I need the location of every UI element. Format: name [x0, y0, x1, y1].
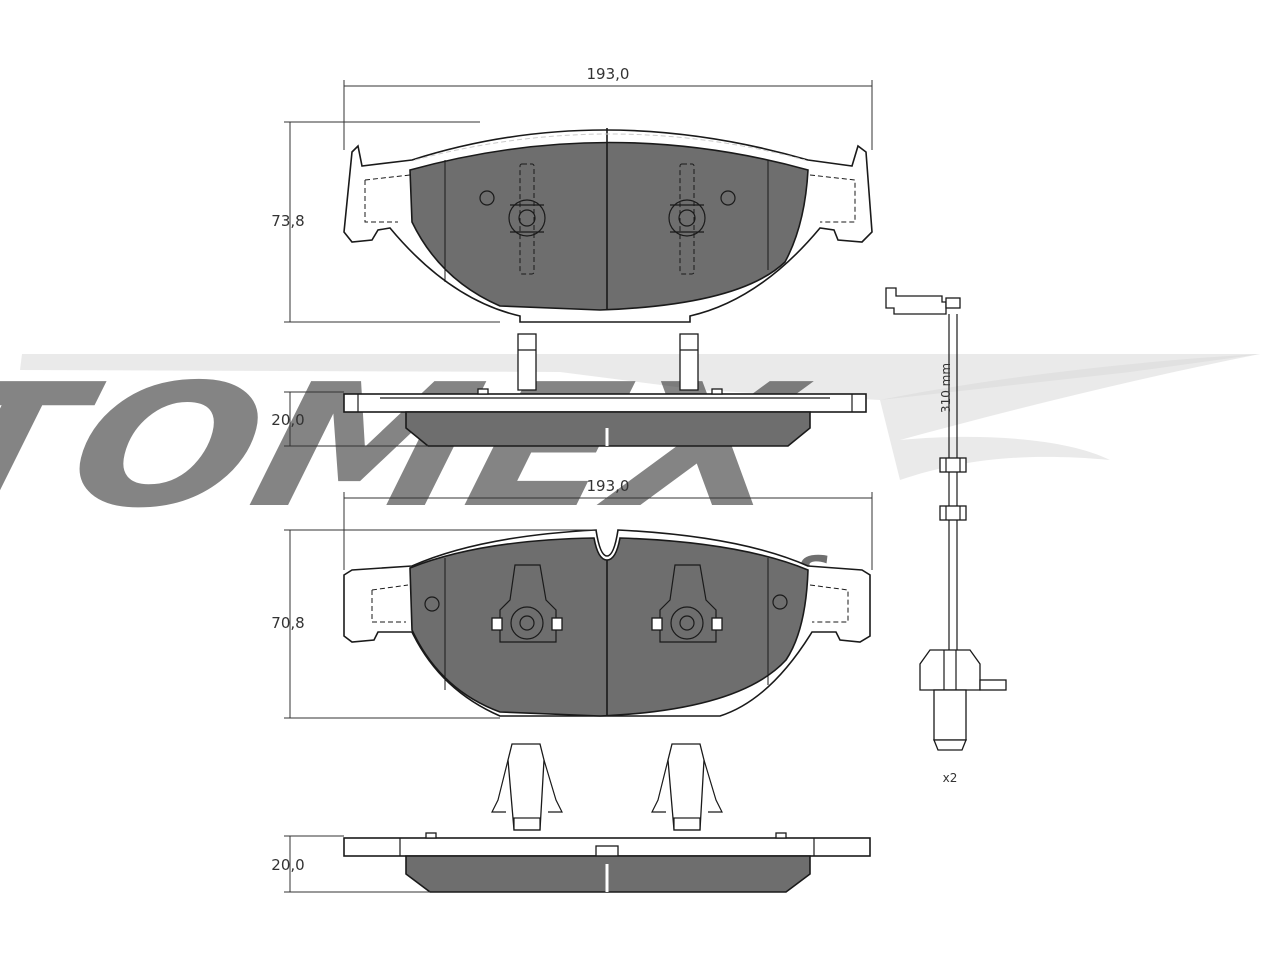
pad-bottom-side-view [343, 743, 871, 893]
dimension-thickness-bottom: 20,0 [271, 835, 430, 893]
dimension-width-top: 193,0 [343, 65, 873, 150]
pad-bottom-height-label: 70,8 [271, 614, 304, 632]
wear-sensor-length-label: 310 mm [939, 363, 953, 413]
pad-top-front-view [343, 128, 873, 323]
pad-top-side-view [343, 333, 867, 447]
pad-top-thickness-label: 20,0 [271, 411, 304, 429]
dimension-width-bottom: 193,0 [343, 477, 873, 570]
pad-top-width-label: 193,0 [587, 65, 630, 83]
pad-bottom-thickness-label: 20,0 [271, 856, 304, 874]
wear-sensor: 310 mm x2 [885, 287, 1007, 785]
dimension-thickness-top: 20,0 [271, 391, 428, 447]
wear-sensor-quantity-label: x2 [943, 771, 958, 785]
pad-bottom-width-label: 193,0 [587, 477, 630, 495]
dimension-height-bottom: 70,8 [271, 529, 596, 719]
pad-bottom-front-view [343, 529, 871, 717]
dimension-height-top: 73,8 [271, 121, 500, 323]
pad-top-height-label: 73,8 [271, 212, 304, 230]
